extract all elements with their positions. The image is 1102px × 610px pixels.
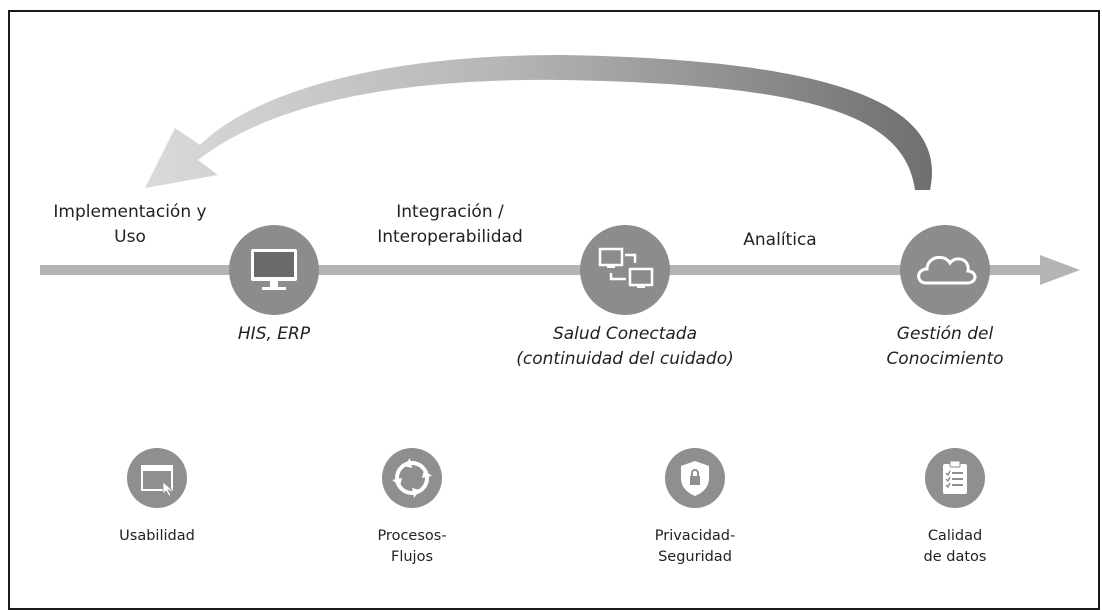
calidad-datos-label: Calidad de datos [923,528,987,566]
gestion-conocimiento-label: Gestión del Conocimiento [886,324,1004,369]
salud-conectada-label: Salud Conectada (continuidad del cuidado… [516,324,734,369]
feedback-arc-arrow [145,55,932,190]
his-erp-label: HIS, ERP [237,324,311,344]
timeline-arrow [40,255,1080,285]
window-cursor-icon [141,465,174,497]
calidad-datos-circle [925,448,985,508]
his-erp-node [229,225,319,315]
salud-conectada-node [580,225,670,315]
usabilidad-label: Usabilidad [119,528,195,544]
stage-implementacion-label: Implementación y Uso [53,202,207,247]
clipboard-checklist-icon [943,460,967,494]
gestion-conocimiento-node [900,225,990,315]
usabilidad-circle [127,448,187,508]
cloud-icon [917,255,977,285]
procesos-flujos-label: Procesos- Flujos [377,528,447,566]
cycle-arrows-icon [392,458,432,498]
shield-lock-icon [681,461,709,496]
procesos-flujos-circle [382,448,442,508]
privacidad-seguridad-label: Privacidad- Seguridad [654,528,736,566]
monitor-icon [251,249,297,290]
stage-integracion-label: Integración / Interoperabilidad [377,202,523,247]
privacidad-seguridad-circle [665,448,725,508]
stage-analitica-label: Analítica [743,230,817,250]
connected-computers-icon [598,247,654,288]
